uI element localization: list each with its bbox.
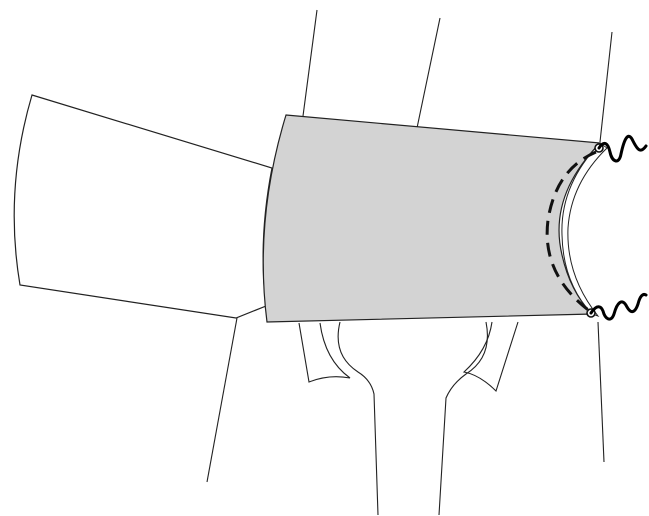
- construction-line-left-bottom: [206, 317, 238, 483]
- dashed-contour: [545, 150, 597, 314]
- upper-break-line-icon: [597, 134, 648, 163]
- lower-support-right-arm: [462, 321, 519, 393]
- construction-line-mid-top: [416, 17, 441, 129]
- shaded-segment: [262, 114, 602, 323]
- construction-line-right-bottom: [597, 321, 605, 463]
- lower-support-hub-right: [438, 321, 488, 516]
- lower-support-hub: [337, 321, 379, 516]
- left-segment: [13, 94, 273, 319]
- lower-support-left-arm: [298, 322, 351, 383]
- construction-line-right-top: [599, 31, 613, 143]
- lower-break-line-icon: [589, 292, 648, 321]
- construction-line-left-top: [302, 9, 318, 117]
- construction-lines: [206, 9, 613, 483]
- lower-support: [298, 321, 519, 516]
